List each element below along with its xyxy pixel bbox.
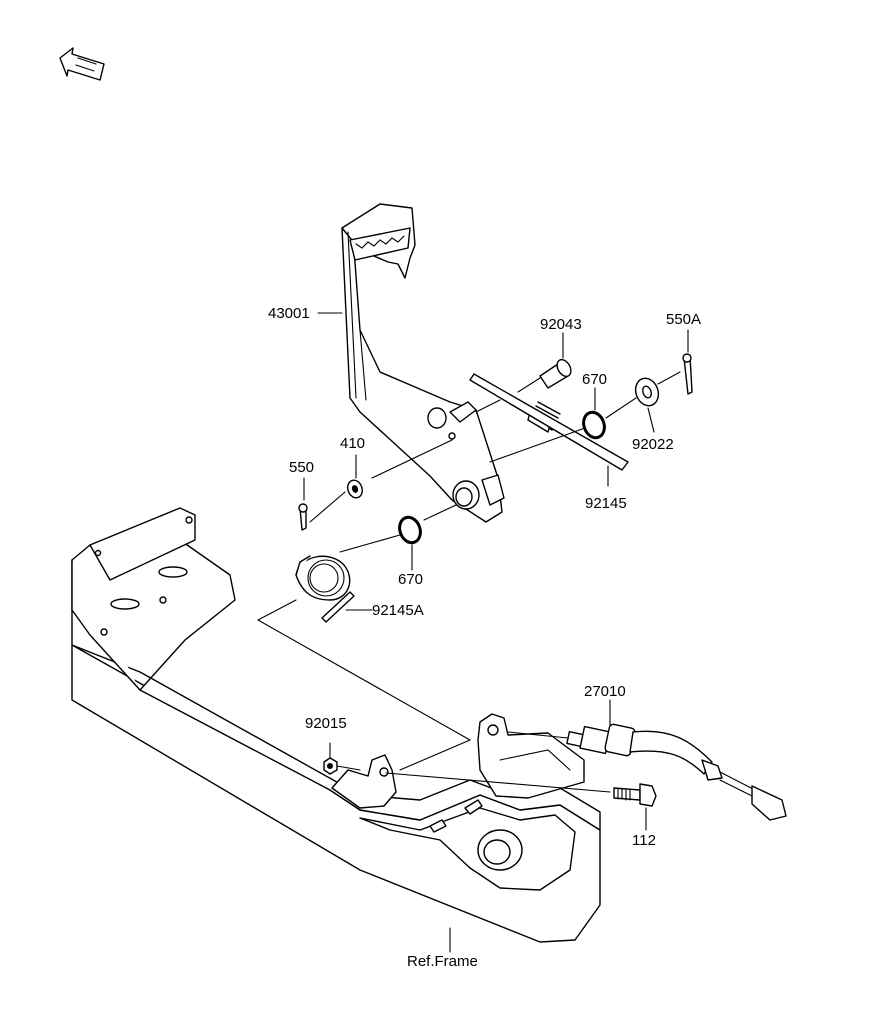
label-27010: 27010 xyxy=(584,683,626,700)
label-670-upper: 670 xyxy=(582,371,607,388)
pedal-mount-bracket xyxy=(331,754,397,809)
o-ring-lower xyxy=(398,515,422,545)
pin-92043 xyxy=(539,358,572,389)
label-ref-frame: Ref.Frame xyxy=(407,953,478,970)
leader-lines xyxy=(257,312,689,953)
washer-92022 xyxy=(634,377,660,407)
label-112: 112 xyxy=(632,832,656,849)
nut-92015 xyxy=(323,757,338,775)
o-ring-upper xyxy=(582,410,606,440)
bolt-112 xyxy=(613,783,657,807)
cotter-pin-550a xyxy=(682,353,693,395)
brake-pedal xyxy=(341,203,505,523)
label-43001: 43001 xyxy=(268,305,310,322)
label-92015: 92015 xyxy=(305,715,347,732)
brake-light-switch xyxy=(566,723,787,821)
label-550a: 550A xyxy=(666,311,701,328)
label-550: 550 xyxy=(289,459,314,476)
torsion-spring-92145a xyxy=(295,555,355,623)
label-92022: 92022 xyxy=(632,436,674,453)
rod-92145 xyxy=(469,373,629,471)
switch-bracket xyxy=(477,713,585,799)
cotter-pin-550 xyxy=(298,503,308,531)
label-92043: 92043 xyxy=(540,316,582,333)
label-410: 410 xyxy=(340,435,365,452)
frame xyxy=(71,507,601,943)
label-92145a: 92145A xyxy=(372,602,424,619)
label-670-lower: 670 xyxy=(398,571,423,588)
washer-410 xyxy=(347,479,363,499)
front-arrow-icon xyxy=(59,47,105,81)
label-92145: 92145 xyxy=(585,495,627,512)
